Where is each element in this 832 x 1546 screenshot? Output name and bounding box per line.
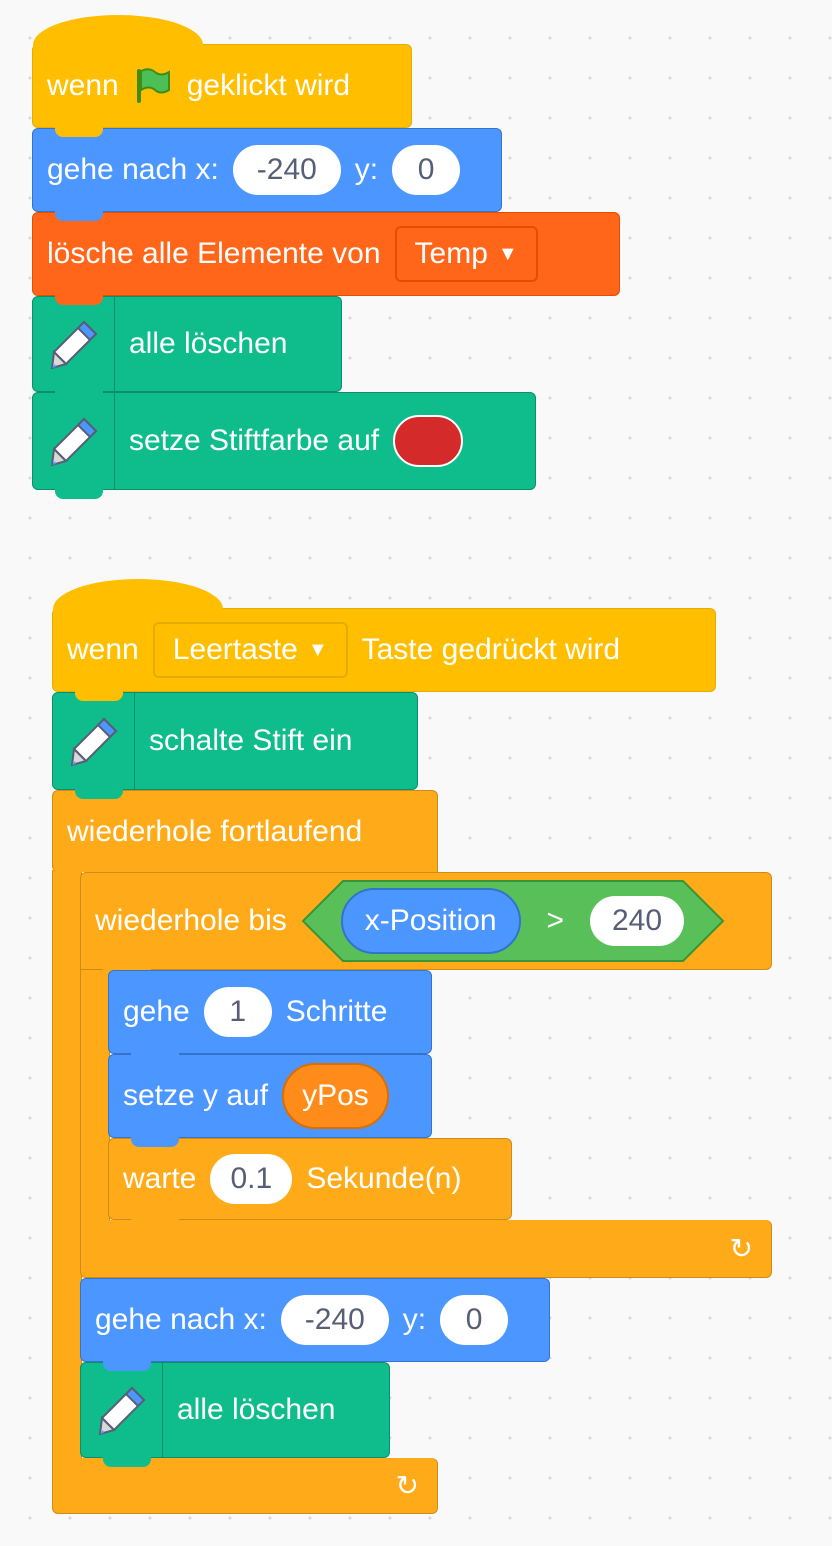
ypos-variable-reporter[interactable]: yPos — [282, 1063, 389, 1129]
wait-seconds-input[interactable]: 0.1 — [210, 1154, 293, 1204]
repeat-until-block[interactable]: wiederhole bis x-Position > 240 — [80, 872, 772, 979]
loop-arrow-icon: ↻ — [729, 1233, 753, 1264]
when-flag-clicked-block[interactable]: wenn geklickt wird — [32, 15, 412, 137]
seconds-label: Sekunde(n) — [306, 1162, 462, 1195]
goto-y-input[interactable]: 0 — [392, 145, 461, 195]
hat-label-clicked: geklickt wird — [186, 69, 351, 102]
goto-xy-block[interactable]: gehe nach x: -240 y: 0 — [32, 128, 502, 221]
steps-input[interactable]: 1 — [203, 987, 272, 1037]
goto-y-input[interactable]: 0 — [440, 1295, 509, 1345]
clear-label: alle löschen — [177, 1393, 336, 1426]
goto-x-input[interactable]: -240 — [280, 1295, 389, 1345]
dropdown-arrow-icon: ▼ — [497, 242, 518, 265]
delete-all-label: lösche alle Elemente von — [47, 237, 381, 270]
pen-color-swatch[interactable] — [393, 415, 464, 467]
set-y-block[interactable]: setze y auf yPos — [108, 1054, 432, 1147]
green-flag-icon — [133, 66, 173, 106]
pen-down-label: schalte Stift ein — [149, 724, 353, 757]
set-color-label: setze Stiftfarbe auf — [129, 424, 380, 457]
compare-value-input[interactable]: 240 — [590, 896, 685, 946]
wait-block[interactable]: warte 0.1 Sekunde(n) — [108, 1138, 512, 1229]
pen-icon — [81, 1363, 163, 1457]
repeat-until-label: wiederhole bis — [95, 904, 287, 937]
pen-icon — [53, 693, 135, 789]
move-label: gehe — [123, 995, 190, 1028]
forever-bottom: ↻ — [52, 1458, 438, 1514]
pen-icon — [33, 393, 115, 489]
steps-label: Schritte — [285, 995, 388, 1028]
goto-y-label: y: — [354, 153, 379, 186]
repeat-until-arm — [80, 966, 110, 1226]
goto-y-label: y: — [402, 1303, 427, 1336]
hat-label-when: wenn — [67, 633, 139, 666]
pen-clear-block[interactable]: alle löschen — [80, 1362, 390, 1467]
list-dropdown-value: Temp — [414, 237, 488, 270]
dropdown-arrow-icon: ▼ — [307, 638, 328, 661]
operator-symbol: > — [546, 904, 565, 937]
forever-arm — [52, 870, 82, 1460]
x-position-reporter[interactable]: x-Position — [340, 888, 521, 954]
forever-label: wiederhole fortlaufend — [67, 814, 363, 848]
when-key-pressed-block[interactable]: wenn Leertaste ▼ Taste gedrückt wird — [52, 579, 716, 701]
set-pen-color-block[interactable]: setze Stiftfarbe auf — [32, 392, 536, 499]
loop-arrow-icon: ↻ — [395, 1470, 419, 1501]
pen-icon — [33, 297, 115, 391]
goto-label: gehe nach x: — [47, 153, 219, 186]
goto-label: gehe nach x: — [95, 1303, 267, 1336]
goto-x-input[interactable]: -240 — [232, 145, 341, 195]
greater-than-operator[interactable]: x-Position > 240 — [301, 879, 725, 963]
pen-clear-block[interactable]: alle löschen — [32, 296, 342, 401]
list-dropdown[interactable]: Temp ▼ — [394, 226, 538, 282]
delete-all-of-list-block[interactable]: lösche alle Elemente von Temp ▼ — [32, 212, 620, 305]
pen-down-block[interactable]: schalte Stift ein — [52, 692, 418, 799]
key-dropdown[interactable]: Leertaste ▼ — [152, 622, 348, 678]
wait-label: warte — [123, 1162, 197, 1195]
move-steps-block[interactable]: gehe 1 Schritte — [108, 970, 432, 1063]
clear-label: alle löschen — [129, 327, 288, 360]
repeat-until-bottom: ↻ — [80, 1220, 772, 1278]
goto-xy-block[interactable]: gehe nach x: -240 y: 0 — [80, 1278, 550, 1371]
key-dropdown-value: Leertaste — [172, 633, 298, 666]
hat-label-when: wenn — [47, 69, 119, 102]
hat-label-key-pressed: Taste gedrückt wird — [361, 633, 621, 666]
forever-block[interactable]: wiederhole fortlaufend — [52, 790, 438, 872]
set-y-label: setze y auf — [123, 1079, 269, 1112]
